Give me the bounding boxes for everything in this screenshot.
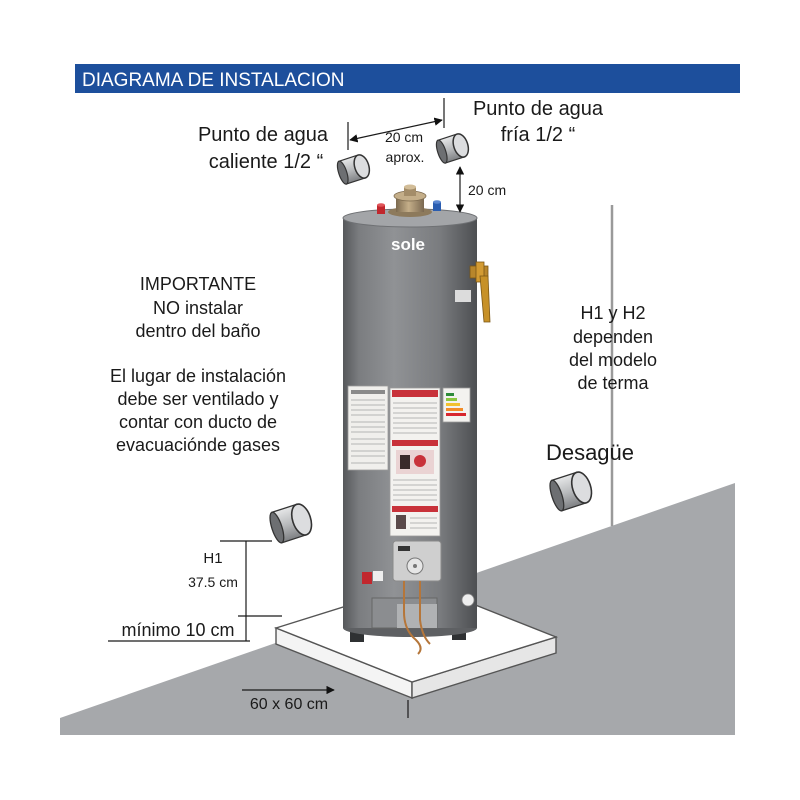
spacing-dimension <box>347 98 445 150</box>
valve-icon <box>469 261 491 323</box>
ventilation-note-line: El lugar de instalación <box>110 366 286 386</box>
cold-water-pipe-icon <box>435 133 470 164</box>
hot-water-pipe-icon <box>336 154 371 185</box>
warning-stickers <box>347 385 471 537</box>
drain-pipe-icon <box>549 471 593 512</box>
ventilation-note-line: contar con ducto de <box>119 412 277 432</box>
header-title: DIAGRAMA DE INSTALACION <box>82 70 345 91</box>
h1-value: 37.5 cm <box>188 574 238 590</box>
ventilation-note-line: evacuaciónde gases <box>116 435 280 455</box>
drain-label: Desagüe <box>546 440 634 465</box>
cold-water-label-1: Punto de agua <box>473 98 604 120</box>
top-clearance-label: 20 cm <box>468 182 506 198</box>
gas-pipe-icon <box>269 503 313 544</box>
base-size-label: 60 x 60 cm <box>250 696 328 713</box>
header-bar <box>75 64 740 93</box>
small-label <box>455 290 471 302</box>
spacing-label-1: 20 cm <box>385 129 423 145</box>
height-note-line: del modelo <box>569 350 657 370</box>
h1-label: H1 <box>203 550 222 567</box>
height-dimension <box>108 540 282 642</box>
min-height-label: mínimo 10 cm <box>121 620 234 640</box>
hot-water-label-1: Punto de agua <box>198 124 329 146</box>
hot-water-label-2: caliente 1/2 “ <box>209 151 324 173</box>
spacing-label-2: aprox. <box>386 149 425 165</box>
cold-water-label-2: fría 1/2 “ <box>501 124 575 146</box>
important-note-line: dentro del baño <box>135 321 260 341</box>
height-note-line: H1 y H2 <box>580 303 645 323</box>
brand-logo: sole <box>391 235 425 254</box>
height-note-line: dependen <box>573 327 653 347</box>
flue-icon <box>388 184 432 217</box>
hot-connector-icon <box>377 205 385 214</box>
important-note-line: IMPORTANTE <box>140 274 256 294</box>
cold-connector-icon <box>433 202 441 211</box>
important-note: IMPORTANTE NO instalar dentro del baño <box>135 274 260 341</box>
height-note-line: de terma <box>577 373 649 393</box>
height-note: H1 y H2 dependen del modelo de terma <box>569 303 657 393</box>
ventilation-note: El lugar de instalación debe ser ventila… <box>110 366 286 455</box>
important-note-line: NO instalar <box>153 298 243 318</box>
water-heater-icon: sole <box>342 184 491 655</box>
gas-control-unit <box>362 540 442 584</box>
ventilation-note-line: debe ser ventilado y <box>117 389 278 409</box>
